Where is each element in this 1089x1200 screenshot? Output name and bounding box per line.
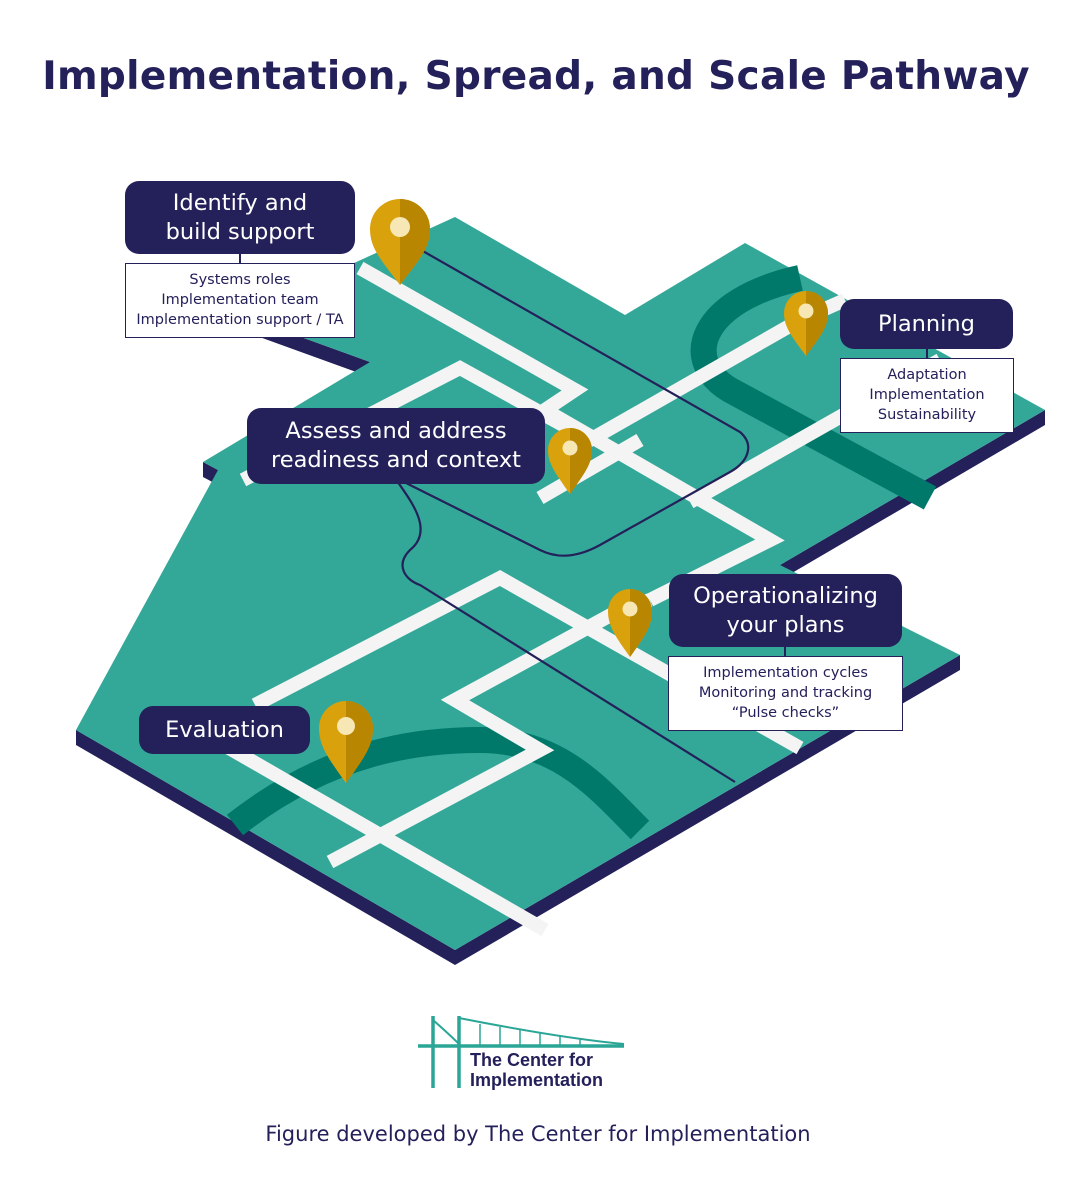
detail-item: Implementation team (161, 292, 319, 308)
stage-identify-line: build support (165, 218, 315, 245)
figure-caption: Figure developed by The Center for Imple… (265, 1122, 811, 1146)
stage-planning-label: Planning (840, 299, 1013, 349)
platform-edge (455, 655, 960, 965)
detail-item: “Pulse checks” (731, 705, 840, 721)
detail-item: Adaptation (887, 367, 967, 383)
map-pin-icon (784, 291, 828, 356)
stage-evaluation-label: Evaluation (139, 706, 310, 754)
stage-identify-label: Identify and build support (125, 181, 355, 254)
stage-assess-label: Assess and address readiness and context (247, 408, 545, 484)
trail-line (399, 237, 750, 557)
logo-wordmark: The Center for Implementation (470, 1050, 603, 1090)
stage-assess-line: readiness and context (271, 447, 521, 473)
stage-operationalizing-line: Operationalizing (693, 582, 878, 609)
stage-assess-line: Assess and address (285, 418, 507, 444)
connector-line (926, 349, 928, 359)
detail-item: Implementation (869, 387, 985, 403)
logo-line: Implementation (470, 1070, 604, 1090)
river-path (226, 726, 650, 840)
stage-identify-details: Systems roles Implementation team Implem… (125, 263, 355, 338)
detail-item: Implementation support / TA (136, 312, 344, 328)
page-title: Implementation, Spread, and Scale Pathwa… (42, 54, 1030, 99)
river-path (690, 265, 937, 510)
platform-edge (76, 730, 455, 965)
map-pin-icon (319, 701, 373, 783)
road (536, 433, 644, 505)
map-pin-icon (370, 199, 430, 285)
connector-line (239, 254, 241, 264)
map-pin-icon (548, 428, 592, 494)
detail-item: Implementation cycles (703, 665, 868, 681)
stage-operationalizing-label: Operationalizing your plans (669, 574, 902, 647)
bridge-logo-icon (418, 1016, 625, 1088)
connector-line (784, 647, 786, 657)
stage-planning-line: Planning (878, 310, 975, 337)
detail-item: Systems roles (189, 272, 291, 288)
stage-operationalizing-details: Implementation cycles Monitoring and tra… (668, 656, 903, 731)
stage-identify-line: Identify and (172, 189, 308, 216)
stage-evaluation-line: Evaluation (165, 716, 284, 743)
trail-line (394, 477, 736, 783)
map-pin-icon (608, 589, 652, 657)
stage-planning-details: Adaptation Implementation Sustainability (840, 358, 1014, 433)
detail-item: Monitoring and tracking (698, 685, 873, 701)
detail-item: Sustainability (877, 407, 977, 423)
stage-operationalizing-line: your plans (726, 611, 845, 638)
logo-line: The Center for (470, 1050, 594, 1070)
